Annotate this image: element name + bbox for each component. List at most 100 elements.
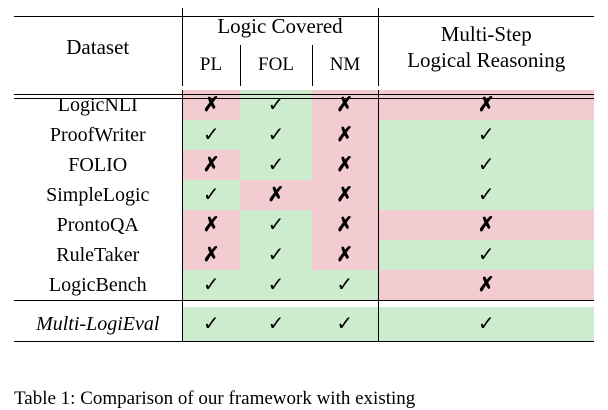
check-icon: ✓	[202, 123, 220, 146]
rule-before-final	[14, 300, 594, 307]
cell-pl-final: ✓	[181, 307, 240, 342]
header-multi-step-line2: Logical Reasoning	[407, 48, 566, 72]
table-row: SimpleLogic ✓ ✗ ✗ ✓	[14, 180, 594, 210]
header-fol: FOL	[239, 44, 312, 86]
check-icon: ✓	[477, 183, 495, 206]
cell-multi-step: ✓	[378, 240, 594, 270]
cross-icon: ✗	[202, 93, 220, 116]
cell-fol-final: ✓	[240, 307, 312, 342]
table-row: ProofWriter✓✓✗✓	[14, 120, 594, 150]
check-icon: ✓	[202, 183, 220, 206]
check-icon: ✓	[267, 213, 285, 236]
check-icon: ✓	[477, 243, 495, 266]
check-icon: ✓	[267, 123, 285, 146]
comparison-table-body: LogicNLI✗✓✗✗ProofWriter✓✓✗✓FOLIO✗✓✗✓Simp…	[14, 90, 594, 344]
cell-nm: ✗	[312, 120, 379, 150]
check-icon: ✓	[477, 312, 495, 335]
table-row: FOLIO✗✓✗✓	[14, 150, 594, 180]
header-multi-step: Multi-Step Logical Reasoning	[378, 8, 594, 86]
dataset-name: SimpleLogic	[46, 183, 150, 206]
cross-icon: ✗	[202, 243, 220, 266]
cell-fol: ✗	[240, 180, 312, 210]
rule-segment	[378, 300, 594, 307]
cross-icon: ✗	[336, 183, 354, 206]
rule-under-header-2	[14, 98, 594, 99]
rule-segment	[240, 341, 312, 344]
cell-multi-step-final: ✓	[378, 307, 594, 342]
cell-nm: ✗	[312, 210, 379, 240]
header-dataset: Dataset	[66, 34, 130, 59]
cell-fol: ✓	[240, 240, 312, 270]
cell-multi-step: ✗	[378, 270, 594, 301]
table-row: LogicNLI ✗ ✓ ✗ ✗	[14, 90, 594, 120]
cell-multi-step: ✓	[378, 120, 594, 150]
cross-icon: ✗	[202, 153, 220, 176]
cross-icon: ✗	[336, 123, 354, 146]
rule-bottom	[14, 341, 594, 344]
cell-pl: ✗	[181, 240, 240, 270]
rule-segment	[240, 300, 312, 307]
cell-pl: ✓	[181, 120, 240, 150]
table-figure: Dataset Logic Covered Multi-Step Logical…	[0, 8, 608, 410]
header-logic-covered: Logic Covered	[181, 8, 379, 45]
dataset-name: ProntoQA	[56, 213, 139, 236]
rule-top	[14, 16, 594, 17]
table-row-final: Multi-LogiEval ✓ ✓ ✓ ✓	[14, 307, 594, 342]
cell-fol: ✓	[240, 90, 312, 120]
check-icon: ✓	[336, 273, 354, 296]
cell-multi-step: ✗	[378, 210, 594, 240]
cell-nm-final: ✓	[312, 307, 379, 342]
check-icon: ✓	[267, 243, 285, 266]
rule-segment	[378, 341, 594, 344]
cross-icon: ✗	[336, 243, 354, 266]
header-row-sub: PL FOL NM	[14, 44, 594, 86]
header-multi-step-line1: Multi-Step	[440, 21, 532, 46]
table-row: LogicBench✓✓✓✗	[14, 270, 594, 301]
rule-under-header	[14, 94, 594, 95]
check-icon: ✓	[267, 153, 285, 176]
table-caption: Table 1: Comparison of our framework wit…	[14, 388, 416, 409]
cell-pl: ✓	[181, 270, 240, 301]
cross-icon: ✗	[477, 213, 495, 236]
rule-segment	[14, 300, 182, 307]
rule-segment	[181, 300, 240, 307]
table-row: ProntoQA ✗ ✓ ✗ ✗	[14, 210, 594, 240]
check-icon: ✓	[202, 273, 220, 296]
check-icon: ✓	[267, 93, 285, 116]
check-icon: ✓	[267, 273, 285, 296]
cell-pl: ✗	[181, 90, 240, 120]
rule-segment	[14, 341, 182, 344]
cross-icon: ✗	[477, 273, 495, 296]
table-row: RuleTaker✗✓✗✓	[14, 240, 594, 270]
header-nm: NM	[311, 44, 379, 86]
cell-nm: ✓	[312, 270, 379, 301]
cross-icon: ✗	[336, 153, 354, 176]
check-icon: ✓	[477, 153, 495, 176]
dataset-name-final: Multi-LogiEval	[36, 312, 160, 335]
rule-segment	[312, 341, 378, 344]
cell-nm: ✗	[312, 240, 379, 270]
cell-fol: ✓	[240, 120, 312, 150]
cell-multi-step: ✓	[378, 150, 594, 180]
cross-icon: ✗	[336, 213, 354, 236]
cell-nm: ✗	[312, 90, 379, 120]
dataset-name: LogicNLI	[57, 93, 138, 116]
header-pl: PL	[181, 44, 240, 86]
cell-nm: ✗	[312, 150, 379, 180]
cell-fol: ✓	[240, 150, 312, 180]
rule-segment	[312, 300, 379, 307]
check-icon: ✓	[336, 312, 354, 335]
cell-multi-step: ✓	[378, 180, 594, 210]
cross-icon: ✗	[267, 183, 285, 206]
cross-icon: ✗	[477, 93, 495, 116]
header-row-main: Dataset Logic Covered Multi-Step Logical…	[14, 8, 594, 72]
cell-fol: ✓	[240, 270, 312, 301]
cell-multi-step: ✗	[378, 90, 594, 120]
cross-icon: ✗	[336, 93, 354, 116]
check-icon: ✓	[202, 312, 220, 335]
cell-pl: ✗	[181, 150, 240, 180]
comparison-table: Dataset Logic Covered Multi-Step Logical…	[14, 8, 594, 86]
check-icon: ✓	[477, 123, 495, 146]
cross-icon: ✗	[202, 213, 220, 236]
check-icon: ✓	[267, 312, 285, 335]
